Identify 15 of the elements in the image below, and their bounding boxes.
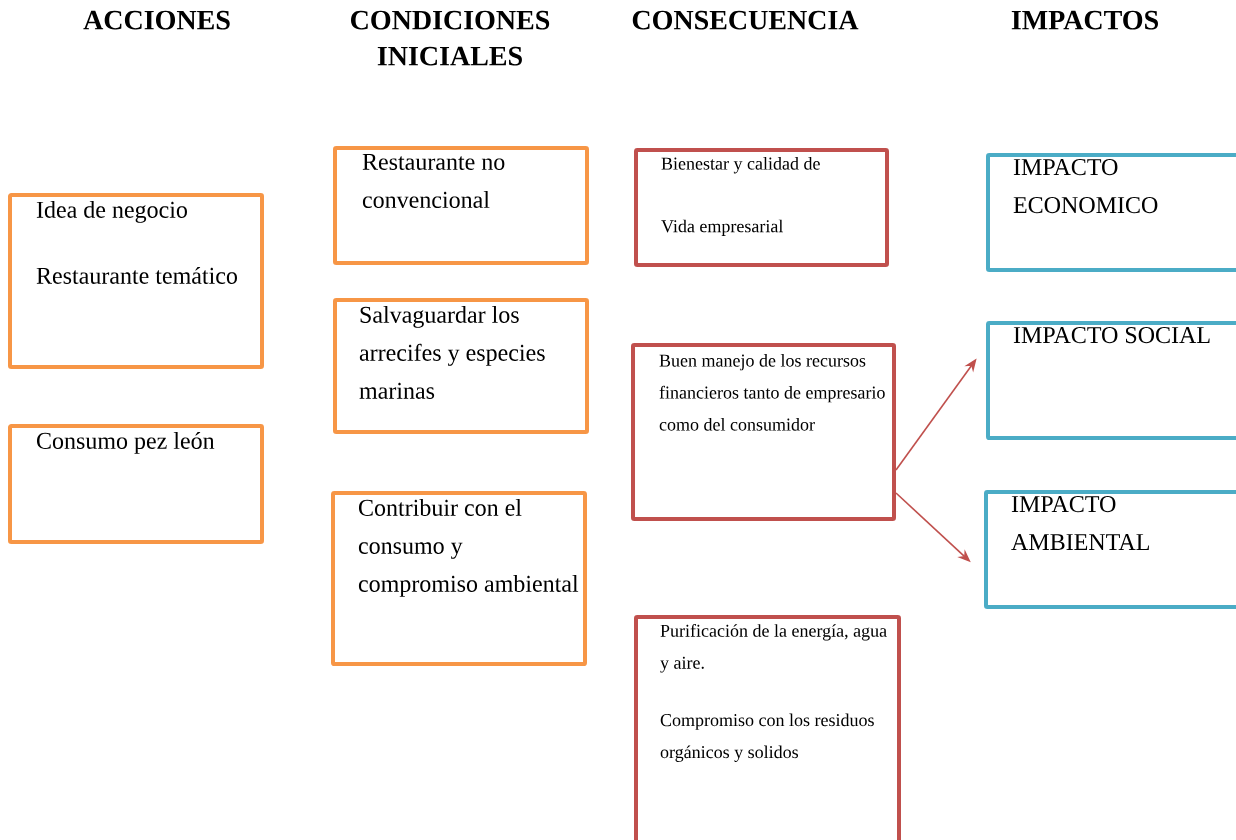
text-box: IMPACTO ECONOMICO (986, 153, 1236, 272)
text-box: Contribuir con el consumo y compromiso ambiental (331, 491, 587, 666)
text-box: Bienestar y calidad de Vida empresarial (634, 148, 889, 267)
text-box: Salvaguardar los arrecifes y especies marinas (333, 298, 589, 434)
text-box: IMPACTO AMBIENTAL (984, 490, 1236, 609)
text-box: Consumo pez león (8, 424, 264, 544)
text-box: Buen manejo de los recursos financieros tanto de empresario como del consumidor (631, 343, 896, 521)
column-heading: IMPACTOS (1011, 10, 1158, 30)
column-heading: ACCIONES (83, 10, 230, 30)
text-box: Purificación de la energía, agua y aire. Compromiso con los residuos orgánicos y solidos (634, 615, 901, 840)
text-box: Restaurante no convencional (333, 146, 589, 265)
text-box: Idea de negocio Restaurante temático (8, 193, 264, 369)
text-box: IMPACTO SOCIAL (986, 321, 1236, 440)
column-heading: CONDICIONES INICIALES (351, 10, 550, 66)
column-heading: CONSECUENCIA (632, 10, 859, 30)
